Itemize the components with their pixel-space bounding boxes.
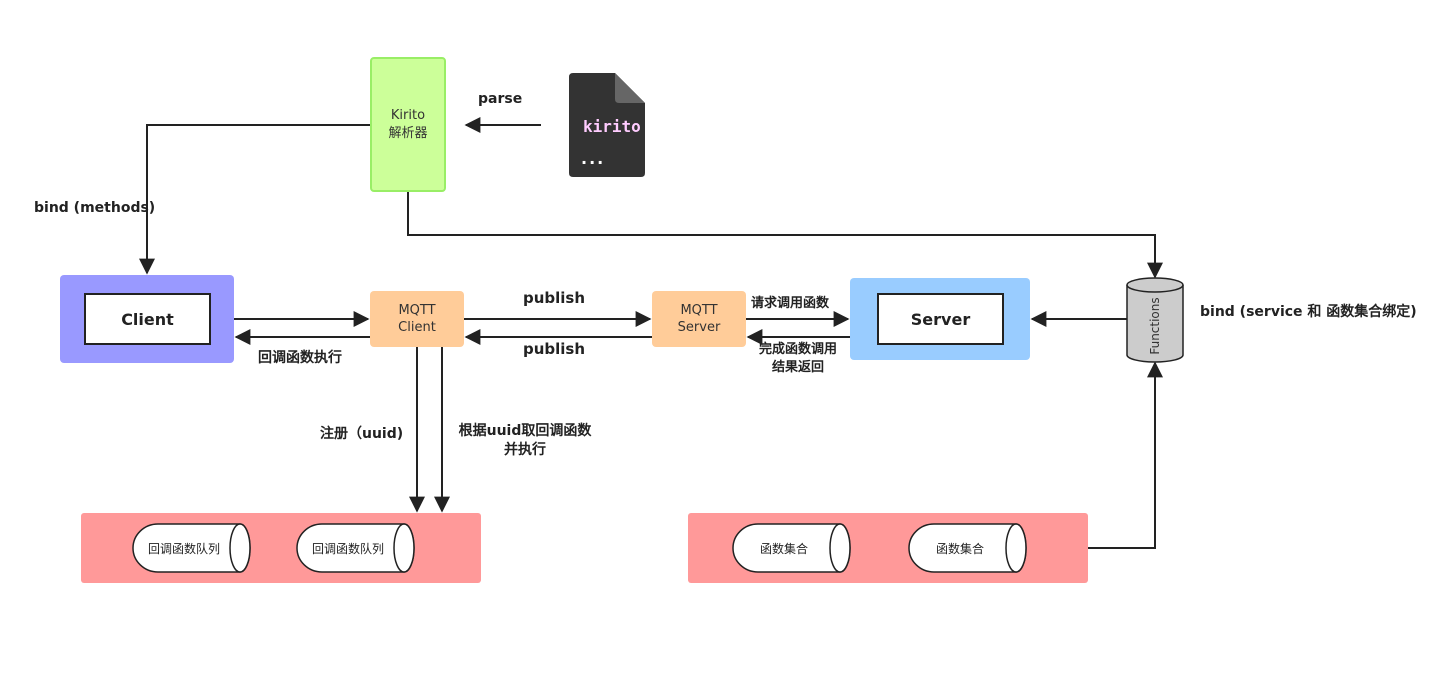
label-bind-methods: bind (methods) — [34, 200, 156, 216]
edge-bind-service — [1088, 361, 1163, 549]
mqtt-client-line1: MQTT — [398, 303, 436, 318]
label-bind-service: bind (service 和 函数集合绑定) — [1200, 304, 1417, 320]
client-node: Client — [84, 293, 211, 345]
function-set-2-label: 函数集合 — [935, 541, 984, 556]
function-set-2: 函数集合 — [908, 523, 1028, 573]
label-callback-exec: 回调函数执行 — [258, 350, 342, 366]
label-complete-line2: 结果返回 — [771, 360, 824, 375]
mqtt-server-line2: Server — [677, 320, 721, 335]
server-node: Server — [877, 293, 1004, 345]
function-set-1: 函数集合 — [732, 523, 852, 573]
edge-parser-functions — [407, 192, 1163, 279]
label-register: 注册（uuid) — [320, 426, 404, 442]
mqtt-client-line2: Client — [398, 320, 436, 335]
label-publish-top: publish — [523, 289, 586, 307]
parser-line1: Kirito — [390, 107, 426, 123]
label-complete-line1: 完成函数调用 — [758, 342, 837, 357]
function-set-1-label: 函数集合 — [759, 541, 808, 556]
mqtt-server-node: MQTT Server — [652, 291, 746, 347]
file-ellipsis: ... — [581, 149, 606, 168]
callback-queue-1: 回调函数队列 — [132, 523, 252, 573]
callback-queue-2-label: 回调函数队列 — [311, 541, 384, 556]
label-fetch-line2: 并执行 — [504, 442, 546, 458]
callback-queue-1-label: 回调函数队列 — [147, 541, 220, 556]
parser-line2: 解析器 — [388, 125, 428, 141]
label-complete-call: 完成函数调用 结果返回 — [752, 341, 844, 377]
callback-queue-2: 回调函数队列 — [296, 523, 416, 573]
mqtt-server-line1: MQTT — [680, 303, 718, 318]
label-publish-bottom: publish — [523, 340, 586, 358]
label-request-call: 请求调用函数 — [751, 296, 830, 311]
label-fetch-line1: 根据uuid取回调函数 — [458, 423, 592, 439]
functions-label: Functions — [1148, 297, 1162, 355]
kirito-parser-node: Kirito 解析器 — [370, 57, 446, 192]
file-title: kirito — [583, 117, 641, 136]
kirito-file-icon: kirito ... — [569, 73, 645, 177]
functions-database: Functions — [1126, 277, 1184, 363]
mqtt-client-node: MQTT Client — [370, 291, 464, 347]
edge-bind-methods — [139, 124, 370, 275]
label-fetch: 根据uuid取回调函数 并执行 — [455, 422, 595, 460]
label-parse: parse — [478, 91, 523, 107]
